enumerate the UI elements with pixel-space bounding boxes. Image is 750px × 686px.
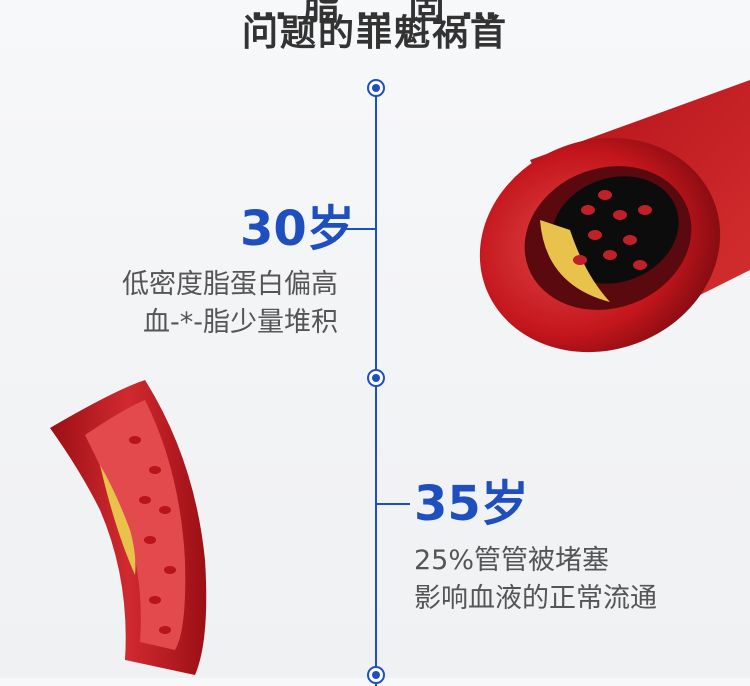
blood-vessel-longitudinal-icon xyxy=(50,380,207,675)
age-label-35: 35岁 xyxy=(414,476,529,532)
timeline-branch-30 xyxy=(343,228,376,230)
stage1-description: 低密度脂蛋白偏高 血-*-脂少量堆积 xyxy=(70,266,338,342)
age-label-30: 30岁 xyxy=(240,201,355,257)
stage1-line2: 血-*-脂少量堆积 xyxy=(143,307,338,338)
timeline-node-top xyxy=(367,79,385,97)
stage2-line1: 25%管管被堵塞 xyxy=(414,545,610,576)
timeline-node-middle xyxy=(367,369,385,387)
timeline-node-bottom xyxy=(367,666,385,684)
header-partial-line: … 脂 … 固 … xyxy=(250,0,500,28)
page-title: 问题的罪魁祸首 xyxy=(241,13,508,54)
stage2-description: 25%管管被堵塞 影响血液的正常流通 xyxy=(414,542,734,618)
blood-vessel-cross-section-icon xyxy=(479,80,750,353)
stage1-line1: 低密度脂蛋白偏高 xyxy=(122,269,338,300)
stage2-line2: 影响血液的正常流通 xyxy=(414,583,657,614)
timeline-branch-35 xyxy=(376,503,410,505)
